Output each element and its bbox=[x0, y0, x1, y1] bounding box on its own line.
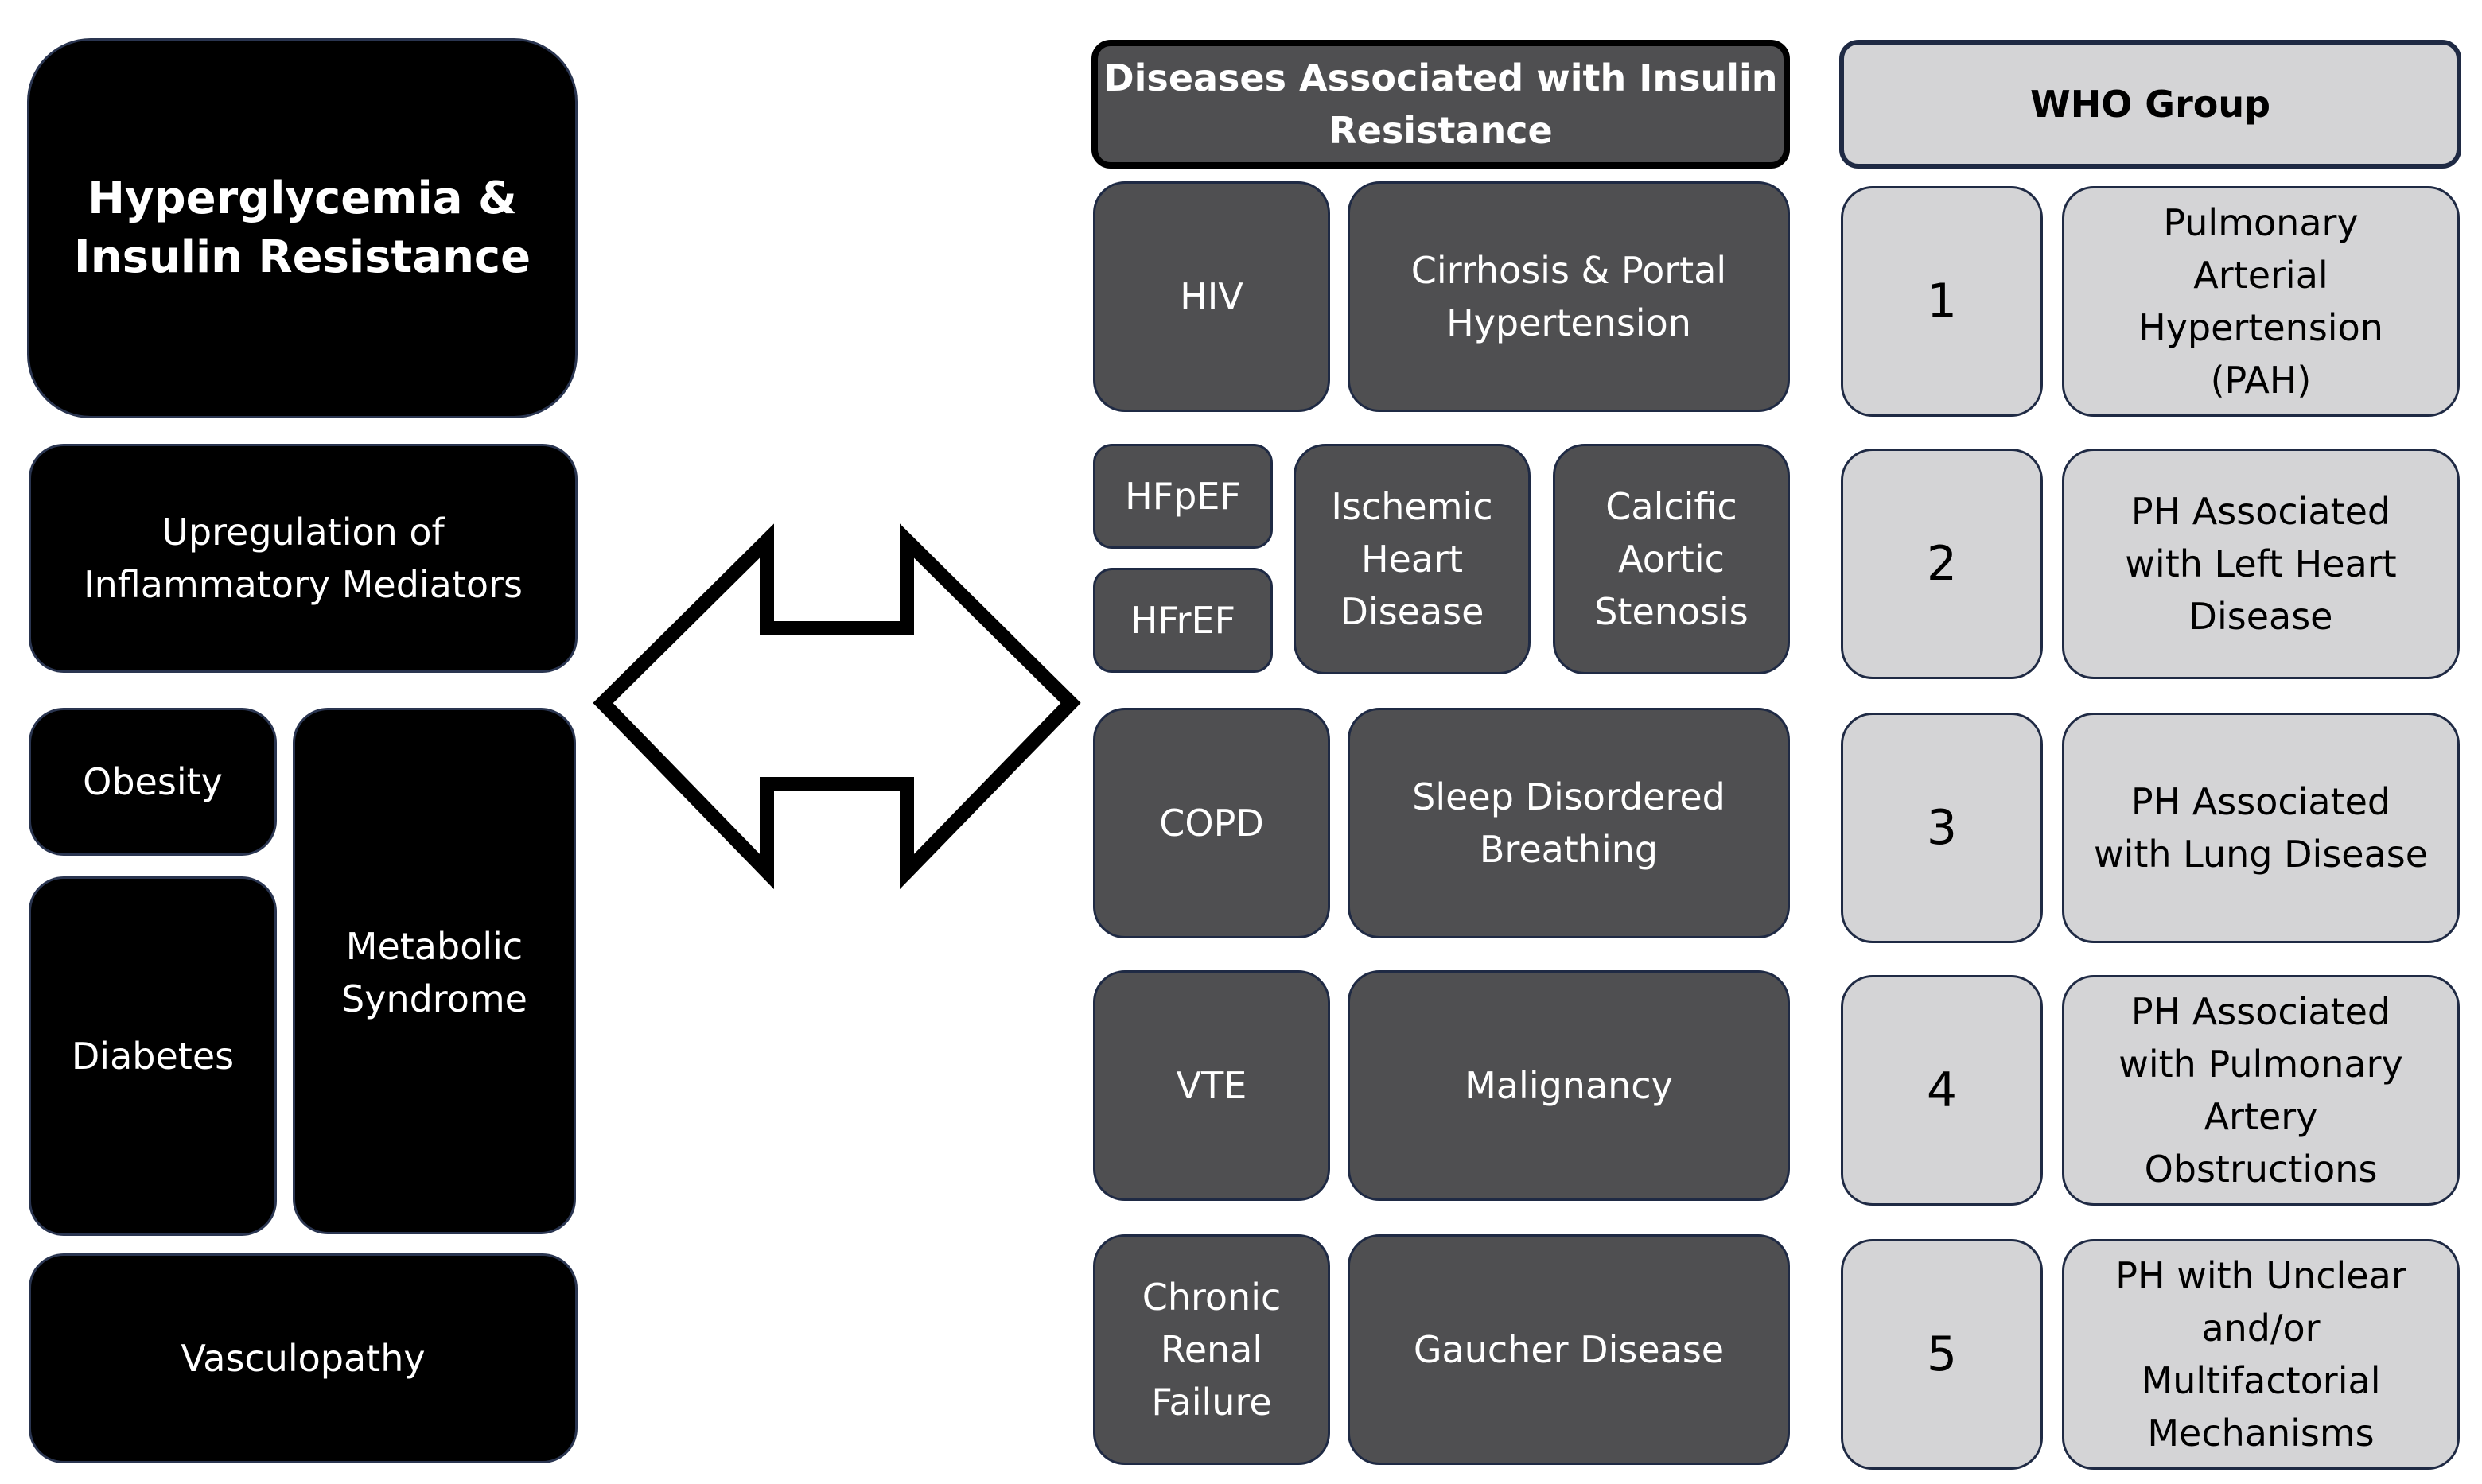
who-group-number-1: 1 bbox=[1841, 186, 2043, 417]
sleep-disordered-breathing-box: Sleep Disordered Breathing bbox=[1348, 708, 1790, 938]
who-group-label-4: PH Associated with Pulmonary Artery Obst… bbox=[2062, 975, 2460, 1206]
who-group-number-5: 5 bbox=[1841, 1239, 2043, 1470]
vte-box: VTE bbox=[1093, 970, 1330, 1201]
who-group-number-3: 3 bbox=[1841, 713, 2043, 943]
vasculopathy-box: Vasculopathy bbox=[29, 1253, 578, 1463]
hfref-box: HFrEF bbox=[1093, 568, 1273, 673]
ischemic-heart-disease-box: Ischemic Heart Disease bbox=[1294, 444, 1531, 674]
who-group-label-2: PH Associated with Left Heart Disease bbox=[2062, 449, 2460, 679]
who-group-number-4: 4 bbox=[1841, 975, 2043, 1206]
hfpef-box: HFpEF bbox=[1093, 444, 1273, 549]
hyperglycemia-insulin-resistance-box: Hyperglycemia & Insulin Resistance bbox=[27, 38, 578, 418]
calcific-aortic-stenosis-box: Calcific Aortic Stenosis bbox=[1553, 444, 1790, 674]
gaucher-disease-box: Gaucher Disease bbox=[1348, 1234, 1790, 1465]
who-group-number-2: 2 bbox=[1841, 449, 2043, 679]
cirrhosis-box: Cirrhosis & Portal Hypertension bbox=[1348, 181, 1790, 412]
diseases-header: Diseases Associated with Insulin Resista… bbox=[1091, 40, 1790, 169]
who-group-label-3: PH Associated with Lung Disease bbox=[2062, 713, 2460, 943]
copd-box: COPD bbox=[1093, 708, 1330, 938]
inflammatory-mediators-box: Upregulation of Inflammatory Mediators bbox=[29, 444, 578, 673]
who-group-label-5: PH with Unclear and/or Multifactorial Me… bbox=[2062, 1239, 2460, 1470]
chronic-renal-failure-box: Chronic Renal Failure bbox=[1093, 1234, 1330, 1465]
metabolic-syndrome-box: Metabolic Syndrome bbox=[293, 708, 576, 1234]
malignancy-box: Malignancy bbox=[1348, 970, 1790, 1201]
who-group-header: WHO Group bbox=[1839, 40, 2461, 169]
obesity-box: Obesity bbox=[29, 708, 277, 856]
hiv-box: HIV bbox=[1093, 181, 1330, 412]
who-group-label-1: Pulmonary Arterial Hypertension (PAH) bbox=[2062, 186, 2460, 417]
diabetes-box: Diabetes bbox=[29, 876, 277, 1236]
